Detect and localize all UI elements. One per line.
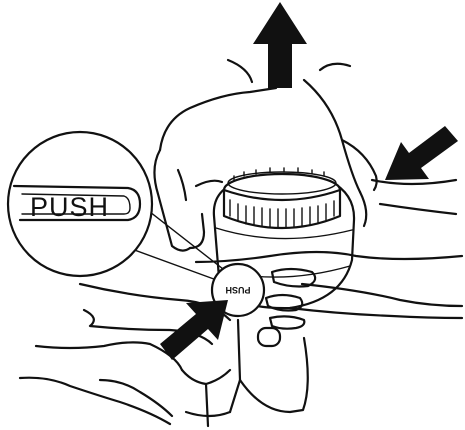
up-arrow-icon bbox=[253, 2, 307, 88]
push-label-magnified: PUSH bbox=[30, 192, 109, 222]
push-label-on-part: PUSH bbox=[225, 285, 250, 295]
arrow-icon-pointing-left-down bbox=[385, 126, 458, 180]
right-forearm bbox=[372, 180, 456, 214]
magnifier-callout: PUSH bbox=[8, 132, 152, 276]
knurled-cap bbox=[224, 168, 340, 228]
device-base bbox=[230, 320, 308, 412]
